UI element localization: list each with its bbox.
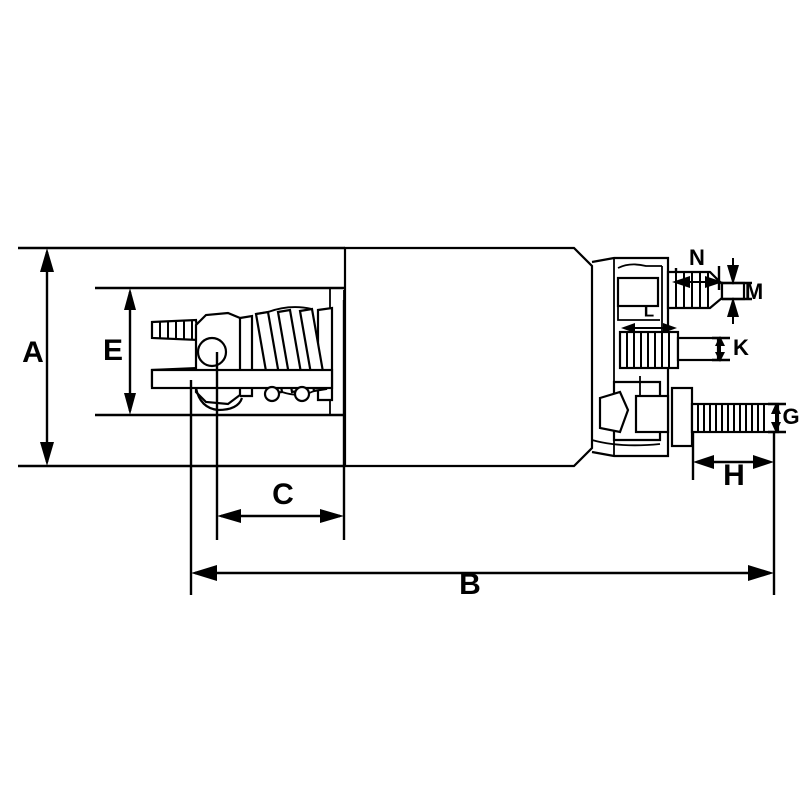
lower-terminal xyxy=(670,386,780,448)
dimension-label-A: A xyxy=(22,336,44,369)
dimension-label-M: M xyxy=(745,279,763,304)
dimension-label-K: K xyxy=(733,335,749,360)
dimension-label-H: H xyxy=(723,459,745,492)
dimension-label-E: E xyxy=(103,334,123,367)
terminal-cap xyxy=(591,256,670,458)
dimension-H: H xyxy=(693,455,774,492)
dimension-E: E xyxy=(103,288,136,415)
plunger-cross-bar xyxy=(150,368,334,403)
dimension-N: N xyxy=(672,245,723,288)
dimension-G: G xyxy=(771,403,800,433)
extension-lines xyxy=(189,266,786,595)
dimension-L: L xyxy=(621,301,677,333)
dimension-A: A xyxy=(22,248,54,466)
plunger-assembly xyxy=(150,306,334,412)
middle-terminal xyxy=(618,330,720,370)
dimension-label-C: C xyxy=(272,478,294,511)
dimension-C: C xyxy=(217,478,344,523)
dimension-label-N: N xyxy=(689,245,705,270)
dimension-K: K xyxy=(715,335,749,362)
dimension-B: B xyxy=(191,565,774,601)
solenoid-main-housing xyxy=(343,246,594,468)
dimension-label-G: G xyxy=(782,404,799,429)
upper-contact-rod xyxy=(150,318,200,342)
dimension-label-L: L xyxy=(644,301,654,320)
dimension-M: M xyxy=(727,258,763,324)
dimension-label-B: B xyxy=(459,568,481,601)
